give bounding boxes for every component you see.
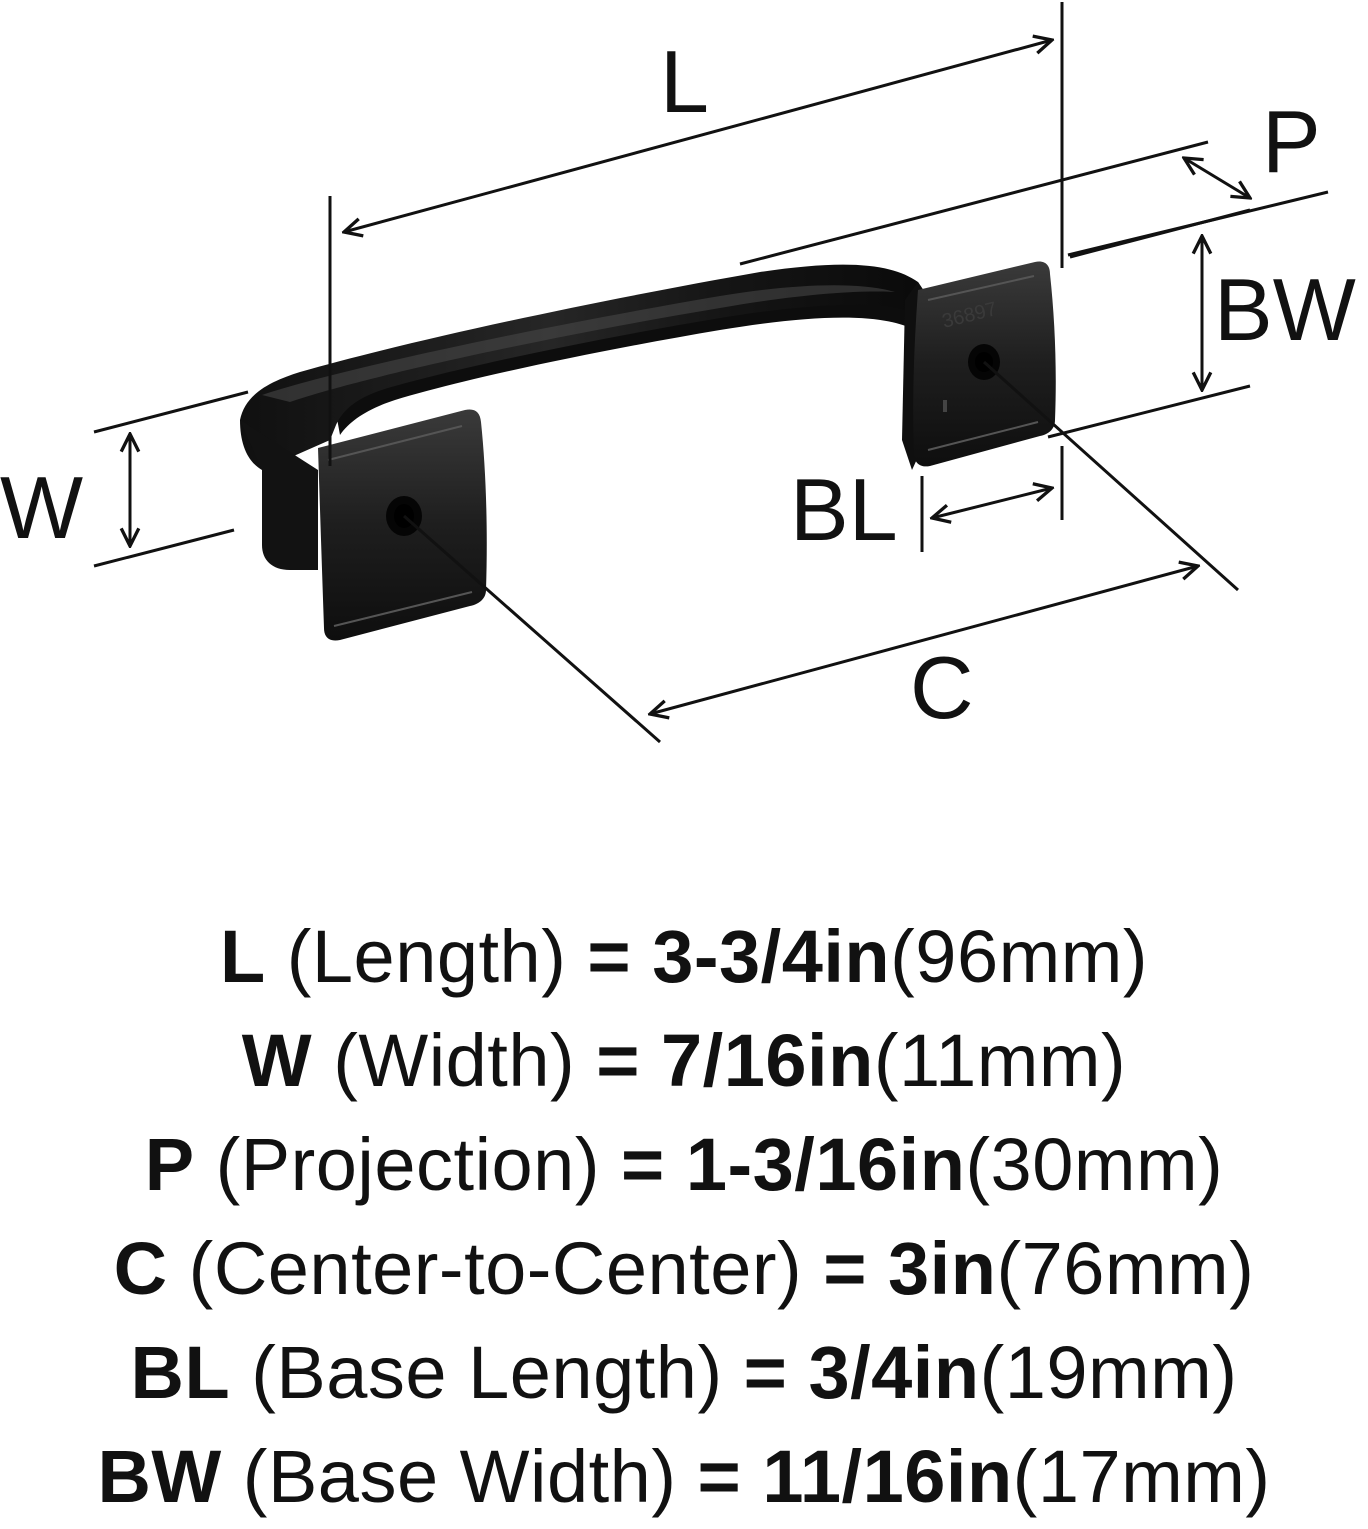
right-base-plate-edge bbox=[927, 275, 1039, 451]
spec-code: L bbox=[219, 915, 266, 998]
spec-row-width: W (Width) = 7/16in(11mm) bbox=[0, 1009, 1368, 1113]
spec-code: BL bbox=[130, 1331, 231, 1414]
spec-name: (Projection) bbox=[215, 1123, 600, 1206]
spec-code: BW bbox=[97, 1435, 222, 1518]
spec-name: (Base Width) bbox=[242, 1435, 677, 1518]
spec-imperial: 11/16in bbox=[762, 1435, 1013, 1518]
spec-equals: = bbox=[587, 915, 632, 998]
pull-arch-highlight bbox=[262, 285, 895, 402]
length-dimension-line bbox=[344, 40, 1052, 232]
spec-name: (Width) bbox=[333, 1019, 576, 1102]
label-projection: P bbox=[1262, 92, 1321, 191]
spec-equals: = bbox=[743, 1331, 788, 1414]
spec-imperial: 1-3/16in bbox=[685, 1123, 966, 1206]
cabinet-pull-illustration: 36897 bbox=[240, 261, 1056, 641]
spec-row-projection: P (Projection) = 1-3/16in(30mm) bbox=[0, 1113, 1368, 1217]
spec-code: P bbox=[144, 1123, 195, 1206]
spec-code: C bbox=[113, 1227, 168, 1310]
label-base-width: BW bbox=[1214, 260, 1356, 359]
label-width: W bbox=[0, 458, 83, 557]
spec-imperial: 7/16in bbox=[661, 1019, 874, 1102]
spec-metric: (30mm) bbox=[965, 1123, 1224, 1206]
spec-imperial: 3in bbox=[888, 1227, 997, 1310]
center-to-center-dimension-line bbox=[650, 566, 1198, 714]
pull-left-leg bbox=[240, 420, 318, 570]
projection-dimension-line bbox=[1184, 158, 1250, 198]
left-base-plate-edge bbox=[327, 425, 473, 627]
spec-imperial: 3-3/4in bbox=[652, 915, 891, 998]
dimension-lines bbox=[93, 2, 1329, 744]
spec-equals: = bbox=[596, 1019, 640, 1102]
spec-metric: (19mm) bbox=[979, 1331, 1238, 1414]
spec-code: W bbox=[241, 1019, 313, 1102]
spec-row-center-to-center: C (Center-to-Center) = 3in(76mm) bbox=[0, 1217, 1368, 1321]
spec-equals: = bbox=[697, 1435, 742, 1518]
label-length: L bbox=[660, 32, 709, 131]
spec-row-base-width: BW (Base Width) = 11/16in(17mm) bbox=[0, 1425, 1368, 1529]
specification-list: L (Length) = 3-3/4in(96mm) W (Width) = 7… bbox=[0, 905, 1368, 1529]
spec-row-base-length: BL (Base Length) = 3/4in(19mm) bbox=[0, 1321, 1368, 1425]
spec-equals: = bbox=[823, 1227, 867, 1310]
spec-metric: (11mm) bbox=[873, 1019, 1127, 1102]
pull-arch bbox=[240, 264, 930, 470]
spec-metric: (17mm) bbox=[1012, 1435, 1271, 1518]
dimension-labels: L P BW W BL C bbox=[0, 32, 1356, 737]
spec-imperial: 3/4in bbox=[808, 1331, 980, 1414]
spec-name: (Base Length) bbox=[251, 1331, 723, 1414]
engraving-mark bbox=[943, 400, 947, 412]
label-center-to-center: C bbox=[910, 638, 974, 737]
base-length-dimension-line bbox=[932, 488, 1052, 518]
dimension-diagram: 36897 L P bbox=[0, 2, 1356, 744]
spec-row-length: L (Length) = 3-3/4in(96mm) bbox=[0, 905, 1368, 1009]
spec-metric: (76mm) bbox=[996, 1227, 1255, 1310]
spec-equals: = bbox=[621, 1123, 665, 1206]
label-base-length: BL bbox=[790, 460, 898, 559]
spec-name: (Center-to-Center) bbox=[188, 1227, 803, 1310]
spec-metric: (96mm) bbox=[890, 915, 1149, 998]
spec-name: (Length) bbox=[286, 915, 567, 998]
